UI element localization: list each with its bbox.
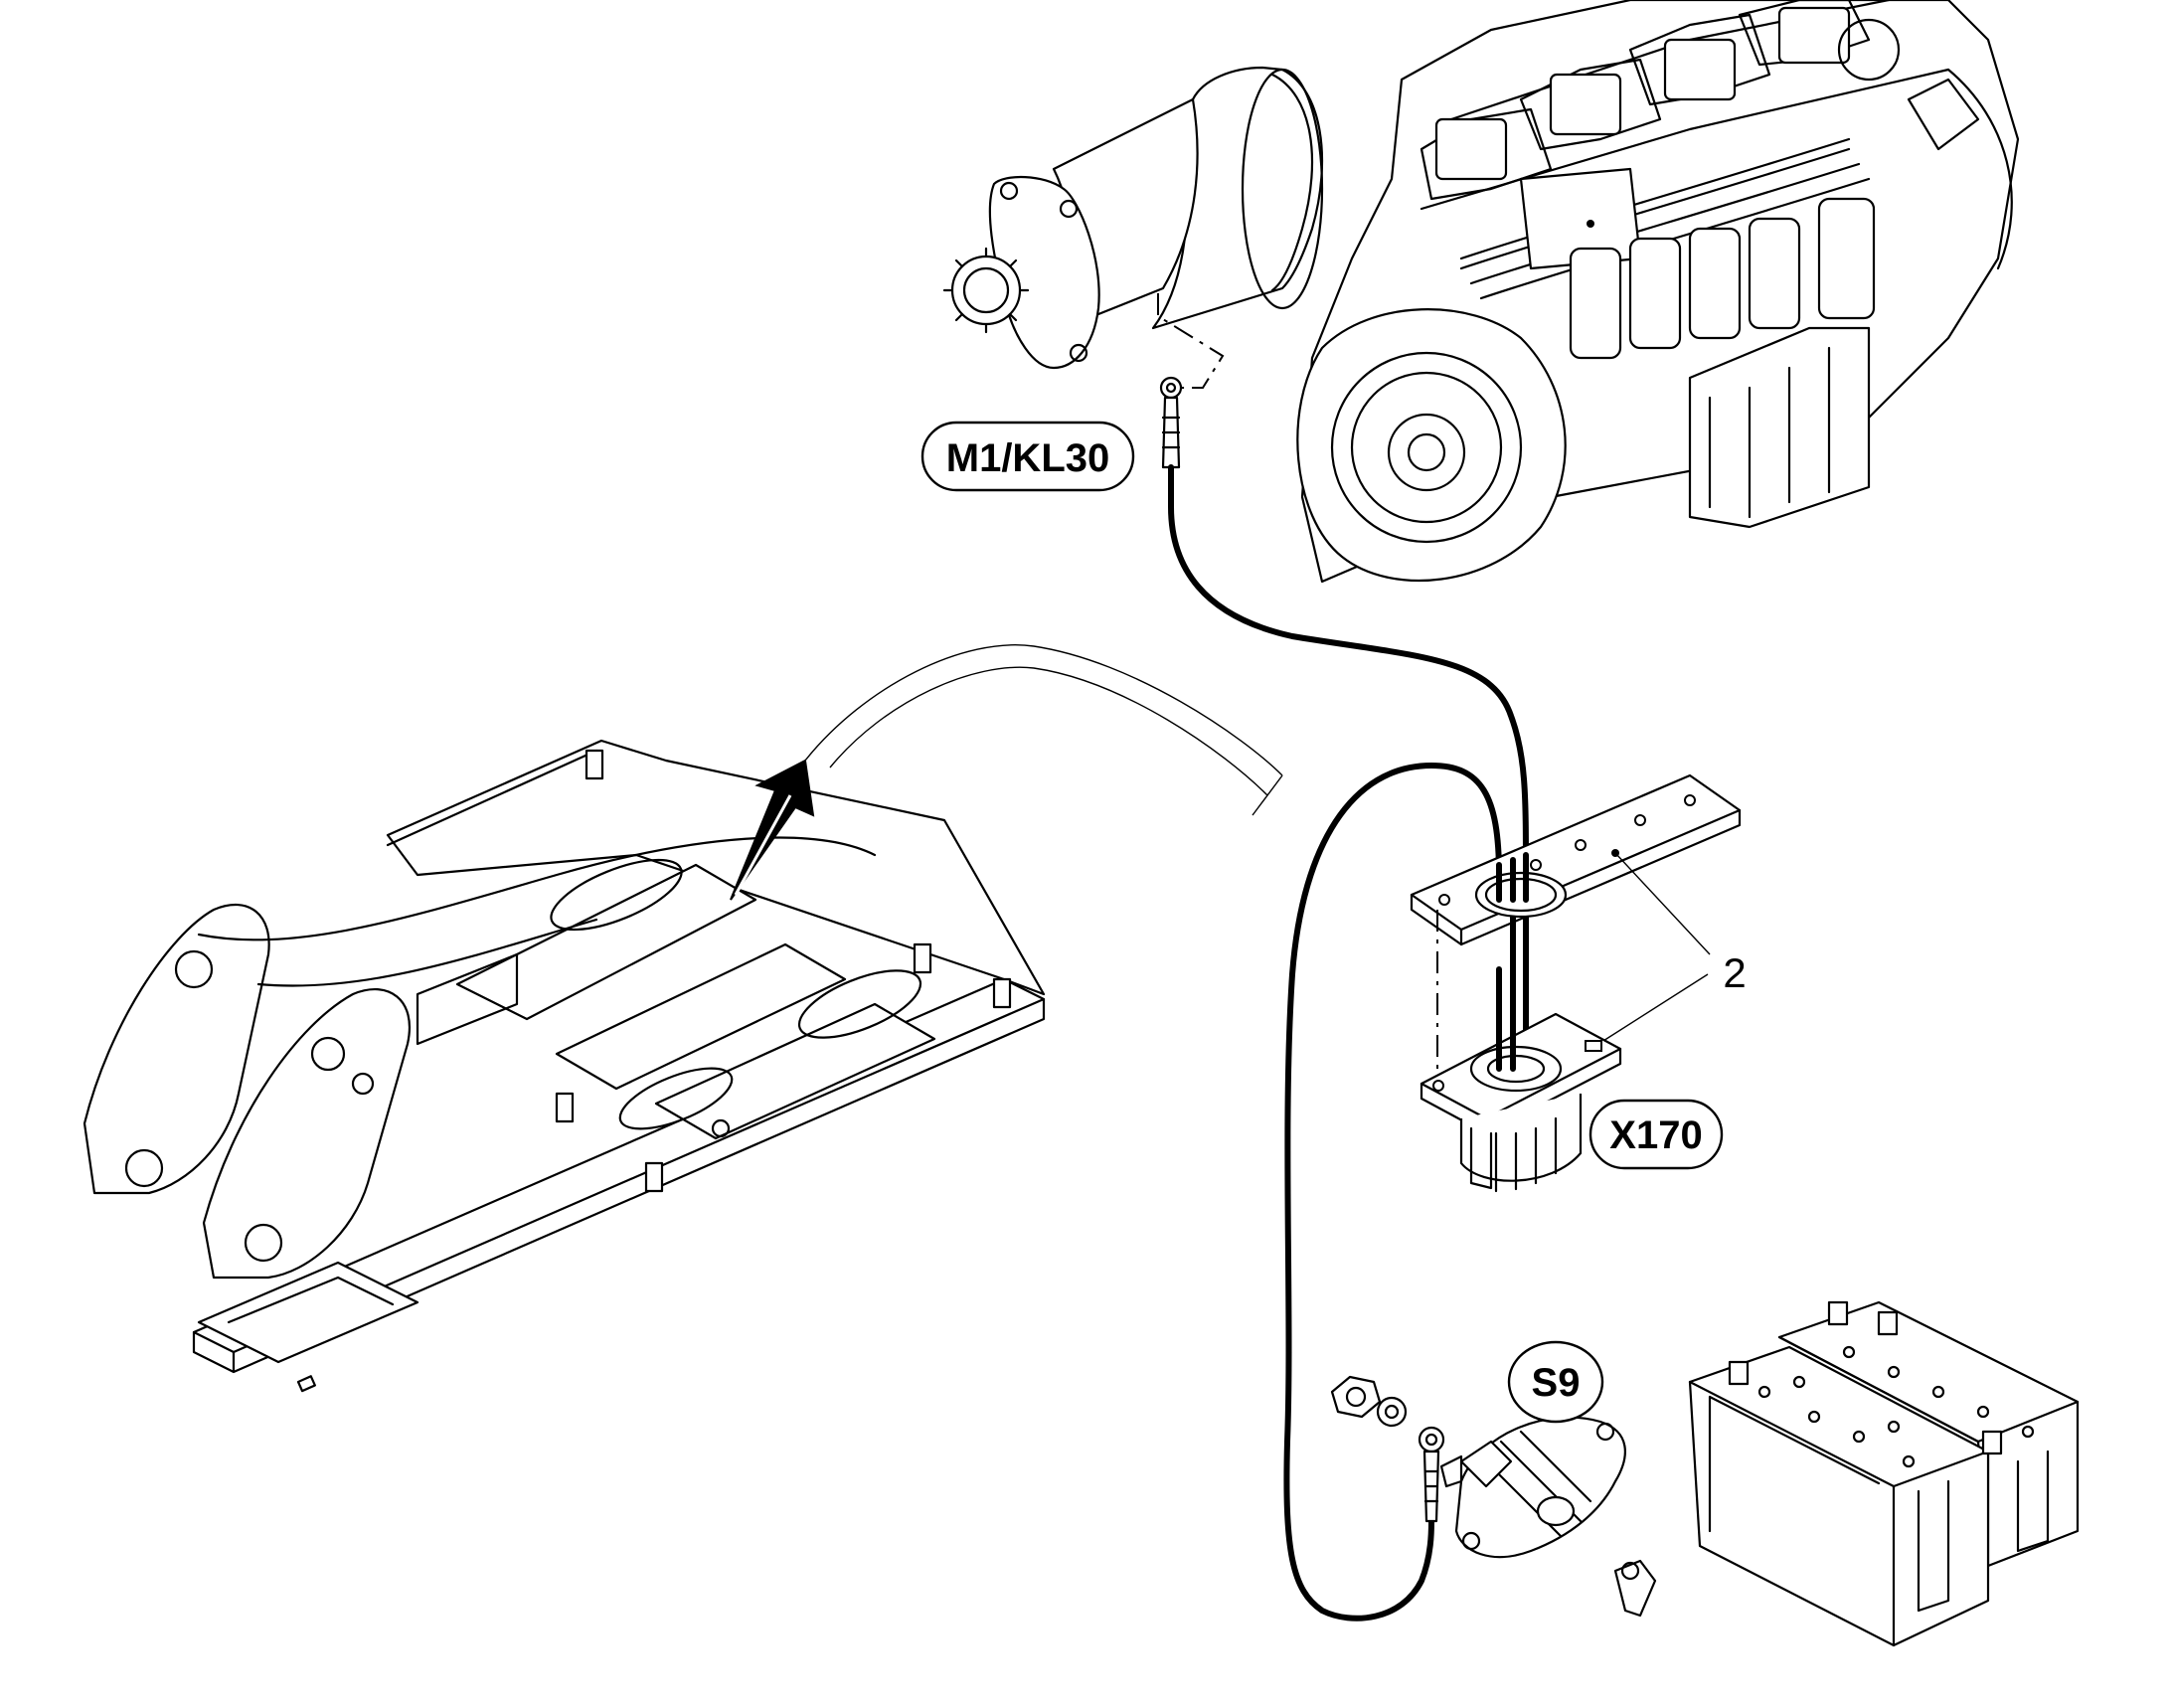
- connector-x170-icon: [1420, 1012, 1622, 1193]
- washer-icon: [1376, 1396, 1408, 1428]
- item-2-leader-lines: [1594, 852, 1711, 1047]
- callout-s9-text: S9: [1532, 1361, 1581, 1405]
- pointer-arrow-icon: [730, 644, 1283, 901]
- mounting-plate-icon: [1410, 773, 1742, 946]
- cable-x170-to-s9: [1283, 763, 1502, 1622]
- callout-m1-kl30-text: M1/KL30: [946, 436, 1110, 480]
- callout-m1-kl30: M1/KL30: [920, 421, 1135, 492]
- battery-switch-s9-icon: [1439, 1416, 1626, 1559]
- plate-cable-pass: [1496, 852, 1529, 903]
- callout-x170: X170: [1588, 1099, 1724, 1170]
- frame-icon: [83, 739, 1046, 1393]
- cable-lug-icon: [1418, 1426, 1445, 1523]
- engine-icon: [1296, 0, 2020, 584]
- battery-icon: [1688, 1300, 2080, 1647]
- switch-key-icon: [1613, 1559, 1657, 1618]
- callout-s9: S9: [1507, 1340, 1604, 1424]
- callout-x170-text: X170: [1609, 1113, 1702, 1157]
- connector-cable: [1496, 966, 1516, 1072]
- nut-icon: [1330, 1375, 1382, 1419]
- terminal-leader: [1157, 293, 1225, 389]
- cable-m1-to-x170: [1168, 464, 1529, 1067]
- starter-motor-icon: [942, 66, 1324, 370]
- cable-lug-icon: [1159, 376, 1183, 469]
- item-2-number: 2: [1723, 949, 1746, 996]
